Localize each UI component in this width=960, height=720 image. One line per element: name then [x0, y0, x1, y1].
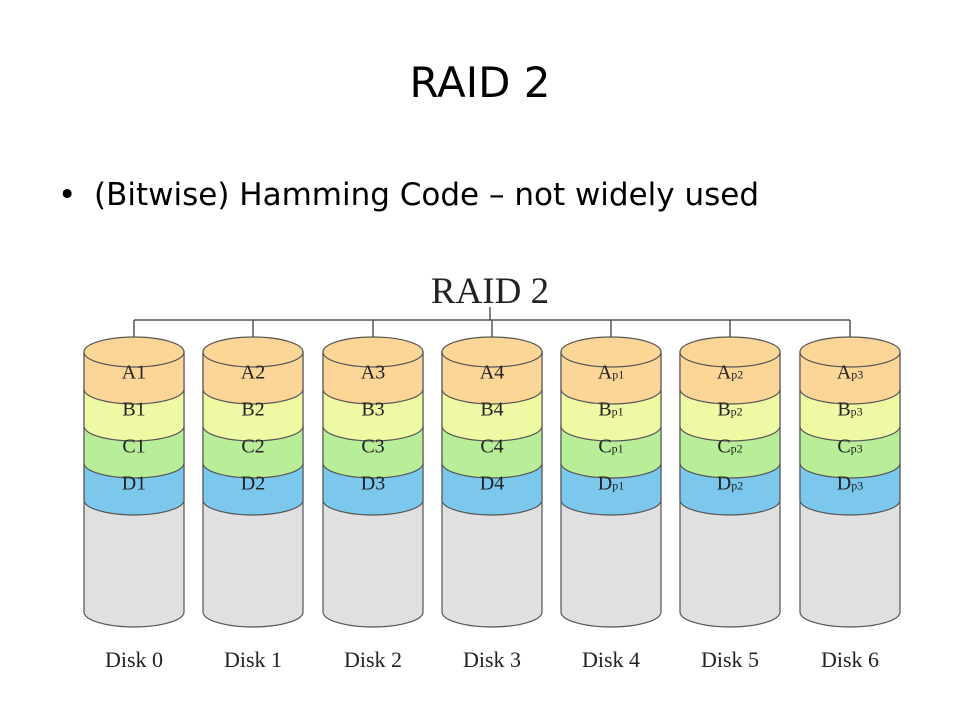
page-title: RAID 2 — [409, 58, 551, 107]
block-label: A1 — [122, 362, 146, 384]
block-subscript: p3 — [851, 442, 863, 456]
block-label: Dp1 — [598, 473, 624, 495]
disk-top-cap — [83, 336, 185, 368]
disk-top-cap — [322, 336, 424, 368]
block-label: Ap2 — [717, 362, 743, 384]
block-label: D1 — [122, 473, 146, 495]
block-subscript: p2 — [731, 479, 743, 493]
block-label: Bp3 — [837, 399, 862, 421]
disk-top-cap — [560, 336, 662, 368]
block-label: A3 — [361, 362, 385, 384]
bullet-text: (Bitwise) Hamming Code – not widely used — [94, 177, 760, 213]
block-label: C1 — [122, 436, 145, 458]
block-subscript: p1 — [612, 479, 624, 493]
block-subscript: p1 — [612, 368, 624, 382]
block-label: Dp3 — [837, 473, 863, 495]
disk-label: Disk 2 — [344, 647, 402, 672]
block-subscript: p2 — [731, 442, 743, 456]
block-label: Ap3 — [837, 362, 863, 384]
disk-top-cap — [441, 336, 543, 368]
disk-label: Disk 0 — [105, 647, 163, 672]
disk-top-cap — [799, 336, 901, 368]
block-label: A2 — [241, 362, 265, 384]
block-subscript: p3 — [851, 368, 863, 382]
block-label: Cp3 — [837, 436, 862, 458]
disk-label: Disk 1 — [224, 647, 282, 672]
block-label: Cp1 — [598, 436, 623, 458]
block-label: B4 — [480, 399, 503, 421]
disk-top-cap — [679, 336, 781, 368]
disk-label: Disk 6 — [821, 647, 879, 672]
block-label: C4 — [480, 436, 503, 458]
bullet-item: • (Bitwise) Hamming Code – not widely use… — [58, 177, 759, 213]
block-label: Cp2 — [717, 436, 742, 458]
disk-label: Disk 3 — [463, 647, 521, 672]
block-label: D2 — [241, 473, 265, 495]
block-subscript: p2 — [731, 405, 743, 419]
block-label: C3 — [361, 436, 384, 458]
block-subscript: p3 — [851, 405, 863, 419]
bullet-dot-icon: • — [58, 177, 77, 213]
block-subscript: p2 — [731, 368, 743, 382]
block-subscript: p1 — [612, 405, 624, 419]
block-subscript: p3 — [851, 479, 863, 493]
block-label: Dp2 — [717, 473, 743, 495]
block-label: Ap1 — [598, 362, 624, 384]
block-label: A4 — [480, 362, 504, 384]
diagram-title: RAID 2 — [431, 271, 549, 312]
block-label: D3 — [361, 473, 385, 495]
block-label: D4 — [480, 473, 504, 495]
block-label: Bp1 — [598, 399, 623, 421]
block-subscript: p1 — [612, 442, 624, 456]
block-label: Bp2 — [717, 399, 742, 421]
block-label: B2 — [241, 399, 264, 421]
block-label: C2 — [241, 436, 264, 458]
block-label: B3 — [361, 399, 384, 421]
block-label: B1 — [122, 399, 145, 421]
disk-top-cap — [202, 336, 304, 368]
disk-label: Disk 4 — [582, 647, 640, 672]
disk-label: Disk 5 — [701, 647, 759, 672]
